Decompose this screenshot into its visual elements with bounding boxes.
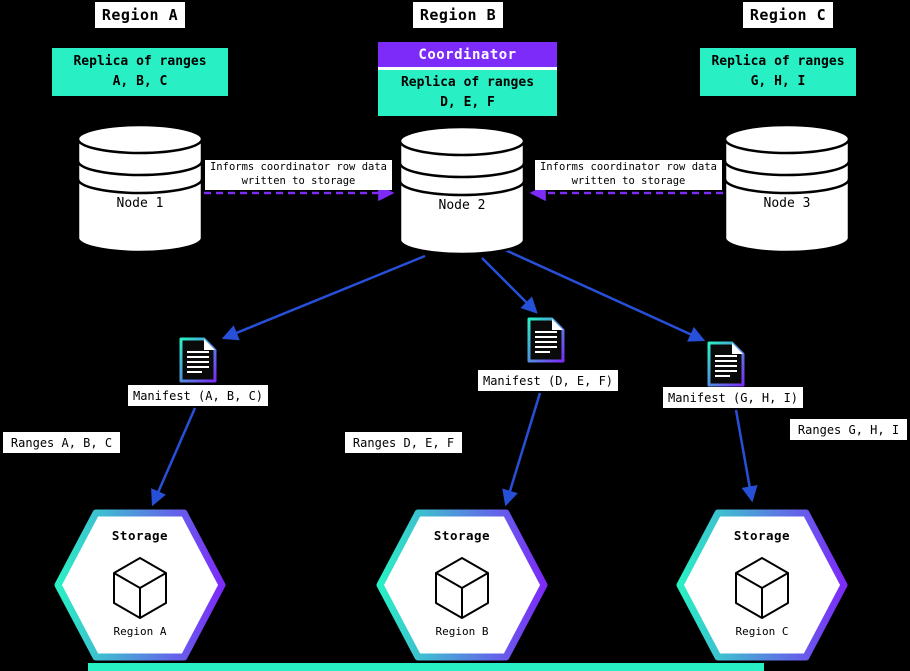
replica-ranges-b: Replica of ranges D, E, F [378, 70, 557, 116]
manifest-d-document-icon [527, 317, 565, 363]
node3-label: Node 3 [763, 195, 811, 211]
region-c-title: Region C [743, 2, 833, 28]
node2-label: Node 2 [438, 197, 486, 213]
manifest-d-label: Manifest (D, E, F) [478, 370, 618, 391]
bottom-accent-bar [88, 663, 764, 671]
manifest-g-document-icon [707, 341, 745, 387]
ranges-a-label: Ranges A, B, C [3, 432, 120, 453]
region-b-title: Region B [413, 2, 503, 28]
storage-c-region-label: Region C [735, 624, 789, 638]
storage-b-region-label: Region B [435, 624, 489, 638]
storage-b-title: Storage [433, 527, 491, 543]
node1-database-icon [76, 123, 204, 254]
arrow-node2-to-manifest-a [221, 254, 426, 341]
arrow-manifest-d-to-storage-b [502, 392, 542, 507]
ranges-g-label: Ranges G, H, I [790, 419, 907, 440]
storage-a-title: Storage [111, 527, 169, 543]
arrow-node2-to-manifest-d [481, 257, 538, 314]
coordinator-badge: Coordinator [378, 42, 557, 70]
storage-c-title: Storage [733, 527, 791, 543]
node3-database-icon [723, 123, 851, 254]
manifest-a-document-icon [179, 337, 217, 383]
manifest-g-label: Manifest (G, H, I) [663, 387, 803, 408]
replica-ranges-a: Replica of ranges A, B, C [52, 48, 228, 96]
region-a-title: Region A [95, 2, 185, 28]
replica-ranges-c: Replica of ranges G, H, I [700, 48, 856, 96]
arrow-manifest-g-to-storage-c [734, 409, 758, 503]
arrow-node2-to-manifest-g [502, 247, 706, 342]
ranges-d-label: Ranges D, E, F [345, 432, 462, 453]
inform-annotation-left: Informs coordinator row data written to … [205, 160, 392, 190]
inform-annotation-right: Informs coordinator row data written to … [535, 160, 722, 190]
manifest-a-label: Manifest (A, B, C) [128, 385, 268, 406]
node2-database-icon [398, 125, 526, 256]
node1-label: Node 1 [116, 195, 164, 211]
storage-a-region-label: Region A [113, 624, 167, 638]
arrow-manifest-a-to-storage-a [151, 407, 197, 507]
